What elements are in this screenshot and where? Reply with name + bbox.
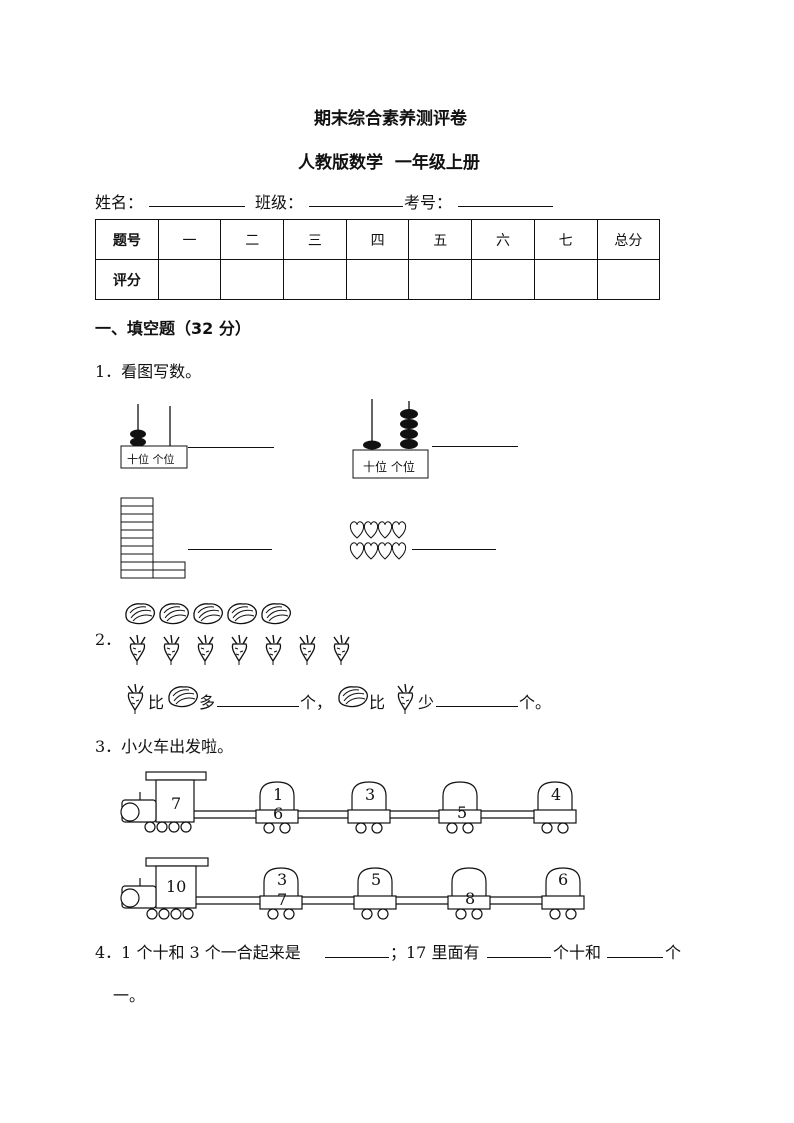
- score-cell[interactable]: [345, 259, 410, 300]
- q2-text-part: 少: [418, 693, 435, 712]
- hearts-icon: [349, 521, 407, 560]
- score-cell[interactable]: [596, 259, 661, 300]
- score-cell[interactable]: [157, 259, 222, 300]
- score-table-score-row: 评分: [95, 259, 661, 300]
- column-header: 七: [533, 219, 598, 260]
- cabbage-icon: [338, 686, 368, 708]
- train-2-car-3-bottom: 8: [465, 889, 476, 908]
- question-1-text: 1．看图写数。: [95, 362, 202, 381]
- score-cell[interactable]: [220, 259, 285, 300]
- train-2-engine-number: 10: [166, 877, 187, 896]
- counting-blocks-icon: [120, 497, 186, 579]
- answer-line-abacus-1[interactable]: [188, 447, 274, 448]
- radish-icon: [397, 683, 414, 715]
- question-4-text-a: 4．1 个十和 3 个一合起来是: [95, 943, 301, 962]
- question-4-text-b: ；17 里面有: [390, 943, 480, 962]
- abacus-2-icon: [352, 399, 429, 479]
- score-cell[interactable]: [471, 259, 535, 300]
- column-header: 三: [283, 219, 347, 260]
- name-field[interactable]: [149, 206, 245, 207]
- train-2-car-1-top: 3: [277, 870, 288, 889]
- train-2-car-2-top: 5: [371, 870, 382, 889]
- section-heading: 一、填空题（32 分）: [95, 319, 251, 338]
- train-1-car-1-top: 1: [273, 785, 284, 804]
- name-label: 姓名：: [95, 193, 144, 212]
- question-2-number: 2．: [95, 630, 122, 649]
- train-2-car-1-bottom: 7: [277, 890, 288, 909]
- question-4-text-c: 个十和: [553, 943, 602, 962]
- train-2-car-4-top: 6: [558, 870, 569, 889]
- row-header-score: 评分: [95, 259, 159, 300]
- answer-line-blocks[interactable]: [188, 549, 272, 550]
- column-header: 五: [408, 219, 473, 260]
- page-subtitle: 人教版数学 一年级上册: [298, 153, 480, 173]
- train-1-car-4-top: 4: [551, 785, 562, 804]
- answer-line-q2-more[interactable]: [217, 706, 299, 707]
- score-cell[interactable]: [533, 259, 598, 300]
- score-table-header-row: 题号 一 二 三 四 五 六 七 总分: [95, 219, 661, 260]
- answer-line-q4-1[interactable]: [325, 957, 389, 958]
- column-header: 四: [345, 219, 410, 260]
- score-cell[interactable]: [408, 259, 473, 300]
- column-header: 二: [220, 219, 285, 260]
- q2-text-part: 个。: [519, 693, 552, 712]
- abacus-1-icon: [120, 404, 188, 469]
- question-4-text-e: 一。: [113, 986, 146, 1005]
- abacus-1-label: 十位 个位: [127, 453, 175, 466]
- class-label: 班级：: [255, 193, 304, 212]
- column-header: 总分: [596, 219, 661, 260]
- answer-line-q2-less[interactable]: [436, 706, 518, 707]
- train-1-engine-number: 7: [171, 794, 182, 813]
- row-header-question: 题号: [95, 219, 159, 260]
- radish-icon: [127, 683, 144, 715]
- train-1-icon: [120, 771, 577, 834]
- train-1-car-2-top: 3: [365, 785, 376, 804]
- abacus-2-label: 十位 个位: [363, 460, 415, 474]
- q2-text-part: 比: [148, 693, 165, 712]
- exam-no-field[interactable]: [458, 206, 553, 207]
- question-4-text-d: 个: [665, 943, 682, 962]
- answer-line-q4-2[interactable]: [487, 957, 551, 958]
- column-header: 一: [157, 219, 222, 260]
- train-1-car-1-bottom: 6: [273, 804, 284, 823]
- score-table: 题号 一 二 三 四 五 六 七 总分 评分: [95, 219, 661, 300]
- train-2-icon: [120, 857, 585, 920]
- column-header: 六: [471, 219, 535, 260]
- q2-text-part: 比: [369, 693, 386, 712]
- q2-text-part: 个，: [300, 693, 333, 712]
- exam-no-label: 考号：: [404, 193, 453, 212]
- score-cell[interactable]: [283, 259, 347, 300]
- train-1-car-3-bottom: 5: [457, 803, 468, 822]
- cabbage-icon: [168, 686, 198, 708]
- cabbage-row-icon: [125, 603, 291, 625]
- answer-line-q4-3[interactable]: [607, 957, 663, 958]
- answer-line-abacus-2[interactable]: [432, 446, 518, 447]
- class-field[interactable]: [309, 206, 403, 207]
- answer-line-hearts[interactable]: [412, 549, 496, 550]
- radish-row-icon: [129, 634, 350, 666]
- page-title: 期末综合素养测评卷: [314, 109, 467, 129]
- question-3-text: 3．小火车出发啦。: [95, 737, 234, 756]
- q2-text-part: 多: [199, 693, 216, 712]
